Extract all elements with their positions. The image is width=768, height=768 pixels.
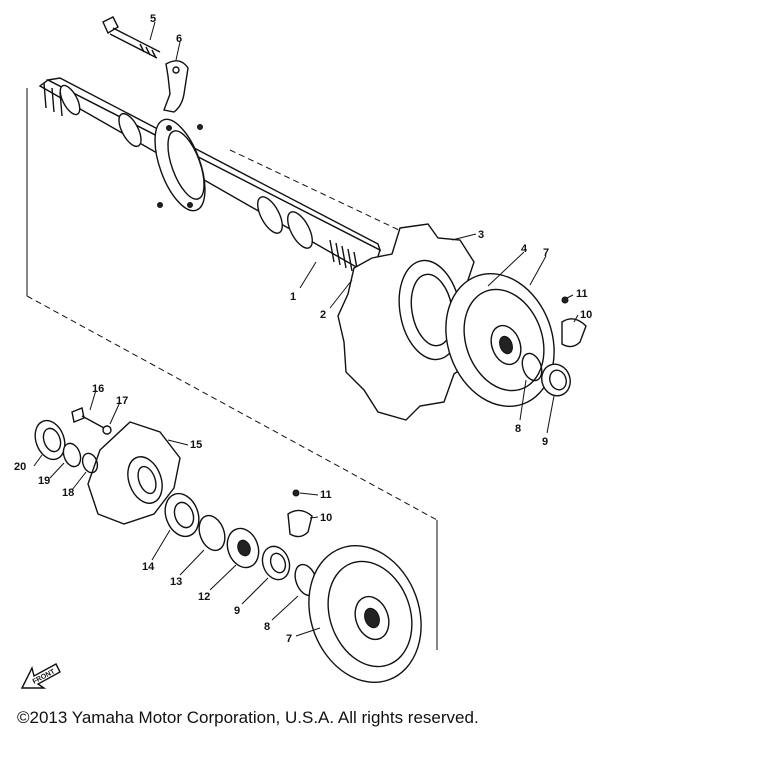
screw-11-upper <box>561 296 569 304</box>
front-arrow-icon: FRONT <box>20 663 61 689</box>
bearing-housing-15 <box>87 421 181 525</box>
callout-6: 6 <box>176 33 182 45</box>
shaft-flange <box>154 118 206 212</box>
screw-11-lower <box>292 489 300 497</box>
callout-3: 3 <box>478 229 484 241</box>
washer-19 <box>62 442 82 468</box>
bolt-5 <box>102 16 161 59</box>
callout-13: 13 <box>170 576 182 588</box>
callout-labels: 5 6 3 4 7 11 10 1 2 8 9 16 17 15 20 19 1… <box>14 13 592 645</box>
callout-9-lower: 9 <box>234 605 240 617</box>
callout-4: 4 <box>521 243 528 255</box>
sprocket-3 <box>337 223 479 421</box>
callout-8: 8 <box>515 423 521 435</box>
copyright-notice: ©2013 Yamaha Motor Corporation, U.S.A. A… <box>17 708 479 727</box>
clip-10-upper <box>561 318 587 348</box>
callout-11-lower: 11 <box>320 489 332 501</box>
ring-13 <box>198 514 226 552</box>
callout-1: 1 <box>290 291 296 303</box>
callout-7-lower: 7 <box>286 633 292 645</box>
bearing-14 <box>164 492 200 538</box>
callout-10: 10 <box>580 309 592 321</box>
callout-15: 15 <box>190 439 202 451</box>
bearing-12 <box>226 527 260 569</box>
callout-19: 19 <box>38 475 50 487</box>
ring-18 <box>81 452 99 474</box>
callout-7: 7 <box>543 247 549 259</box>
callout-9: 9 <box>542 436 548 448</box>
washer-17 <box>102 425 112 435</box>
drive-shaft-1 <box>38 77 382 278</box>
callout-17: 17 <box>116 395 128 407</box>
ring-8-upper <box>521 352 543 382</box>
callout-16: 16 <box>92 383 104 395</box>
callout-12: 12 <box>198 591 210 603</box>
lock-plate-6 <box>163 60 189 113</box>
idler-wheel-7-lower <box>308 544 422 684</box>
assembly-boundary-lines <box>26 88 438 650</box>
callout-5: 5 <box>150 13 156 25</box>
callout-18: 18 <box>62 487 74 499</box>
idler-wheel-7-upper <box>445 272 555 408</box>
clip-10-lower <box>287 509 313 538</box>
bearing-9-lower <box>261 545 291 581</box>
callout-11: 11 <box>576 288 588 300</box>
callout-20: 20 <box>14 461 26 473</box>
callout-8-lower: 8 <box>264 621 270 633</box>
cap-20 <box>34 419 66 461</box>
bearing-9-upper <box>541 363 571 397</box>
callout-14: 14 <box>142 561 155 573</box>
callout-10-lower: 10 <box>320 512 332 524</box>
bolt-16 <box>71 407 105 429</box>
callout-2: 2 <box>320 309 326 321</box>
leader-lines <box>33 21 579 637</box>
